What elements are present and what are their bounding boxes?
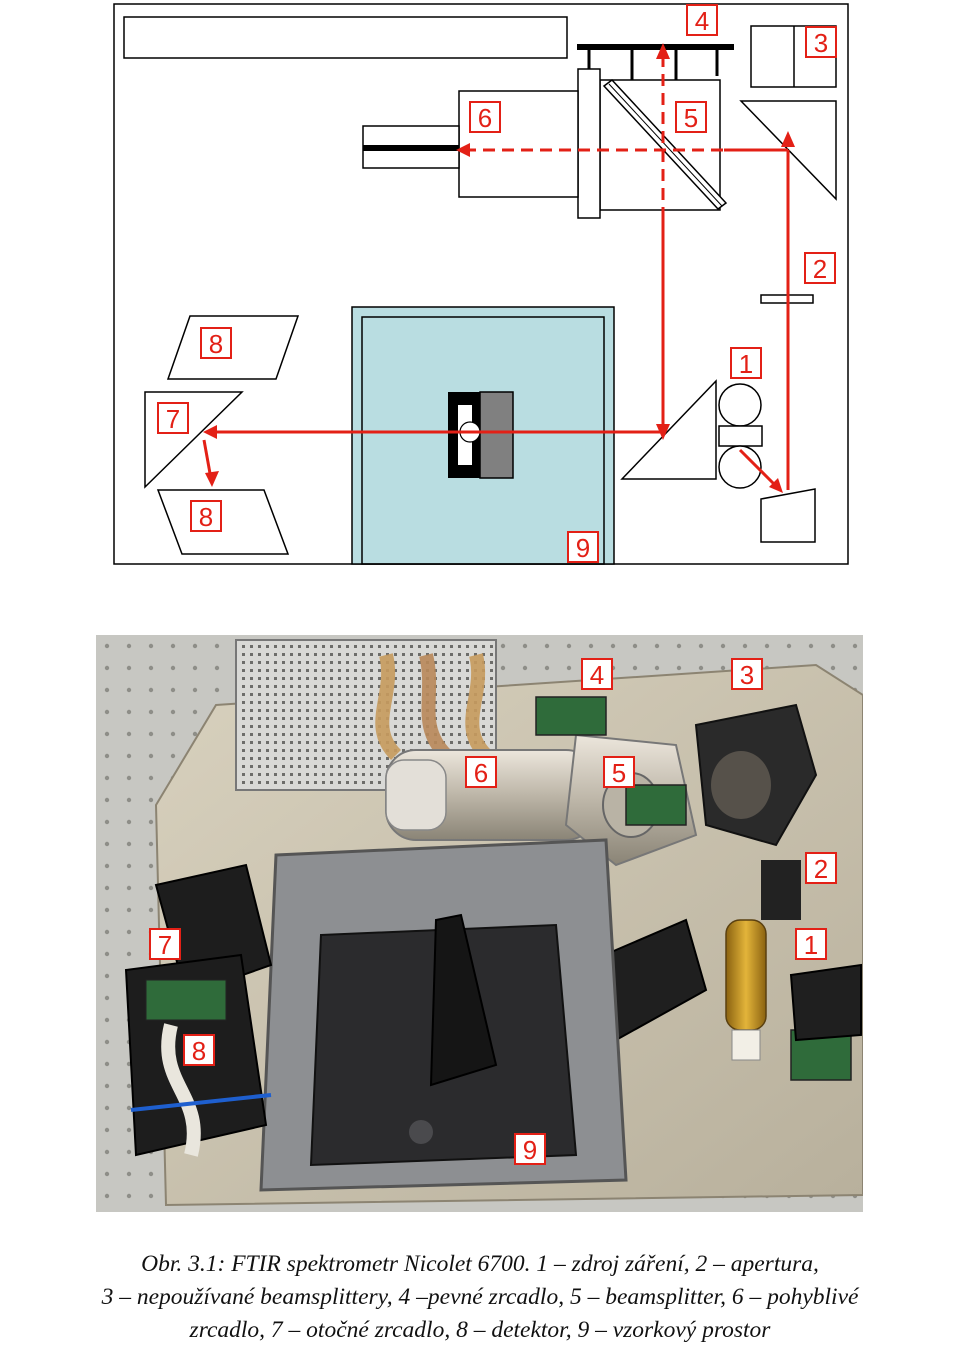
photo-number-labels: 4 3 6 5 2 7 1 8 9 <box>149 658 837 1165</box>
label-box-1 <box>795 928 827 960</box>
label-box-4 <box>686 4 718 36</box>
label-6: 6 <box>478 103 492 133</box>
label-4: 4 <box>695 6 709 36</box>
label-box-6 <box>465 756 497 788</box>
label-box-5 <box>603 756 635 788</box>
source-bottom-circle <box>718 445 762 489</box>
label-box-8 <box>183 1034 215 1066</box>
label-9: 9 <box>523 1135 537 1165</box>
source-mirror <box>620 379 717 480</box>
label-7: 7 <box>166 404 180 434</box>
detector-board <box>145 979 227 1021</box>
label-7: 7 <box>158 930 172 960</box>
label-3: 3 <box>814 28 828 58</box>
spectrometer-photo: 4 3 6 5 2 7 1 8 9 <box>96 635 863 1212</box>
label-box-3 <box>731 658 763 690</box>
label-box-3 <box>805 26 837 58</box>
label-5: 5 <box>612 758 626 788</box>
label-8: 8 <box>199 502 213 532</box>
top-bar <box>123 16 568 59</box>
spectrometer-schematic: 1 2 3 4 5 6 7 8 8 9 <box>113 3 849 565</box>
label-3: 3 <box>740 660 754 690</box>
label-box-4 <box>581 658 613 690</box>
source-gold-cylinder <box>725 919 767 1031</box>
caption-line-2: 3 – nepoužívané beamsplittery, 4 –pevné … <box>101 1284 859 1310</box>
label-9: 9 <box>576 533 590 563</box>
beam-arrowheads <box>203 43 795 493</box>
figure-caption: Obr. 3.1: FTIR spektrometr Nicolet 6700.… <box>0 1248 960 1347</box>
fixed-mirror-plate <box>577 44 734 50</box>
ribbon-cables <box>375 653 492 760</box>
label-2: 2 <box>813 254 827 284</box>
label-5: 5 <box>684 103 698 133</box>
source-top-circle <box>718 383 762 427</box>
label-box-9 <box>567 531 599 563</box>
label-box-2 <box>804 252 836 284</box>
label-box-5 <box>675 101 707 133</box>
housing-flange <box>577 68 601 219</box>
sample-holder-plate <box>429 913 498 1087</box>
label-box-8 <box>190 500 222 532</box>
detector-top <box>166 315 300 380</box>
lower-right-block <box>789 963 862 1042</box>
source-center <box>718 425 763 447</box>
caption-line-1: Obr. 3.1: FTIR spektrometr Nicolet 6700.… <box>141 1251 819 1277</box>
label-box-2 <box>805 852 837 884</box>
circuit-board-mid <box>625 784 687 826</box>
label-box-1 <box>730 347 762 379</box>
aperture-bracket <box>761 860 801 920</box>
source-lower-mirror <box>760 488 816 543</box>
label-6: 6 <box>474 758 488 788</box>
label-1: 1 <box>739 349 753 379</box>
label-1: 1 <box>804 930 818 960</box>
sample-holder-grey <box>479 391 514 479</box>
label-8: 8 <box>209 329 223 359</box>
label-box-6 <box>469 101 501 133</box>
beam-paths <box>202 55 790 490</box>
label-4: 4 <box>590 660 604 690</box>
label-2: 2 <box>814 854 828 884</box>
diagram-number-labels: 1 2 3 4 5 6 7 8 8 9 <box>157 4 837 563</box>
label-box-7 <box>149 928 181 960</box>
label-box-8 <box>200 327 232 359</box>
label-box-7 <box>157 402 189 434</box>
detector-ribbon <box>161 1023 201 1157</box>
caption-line-3: zrcadlo, 7 – otočné zrcadlo, 8 – detekto… <box>189 1317 771 1343</box>
label-box-9 <box>514 1133 546 1165</box>
label-8: 8 <box>192 1036 206 1066</box>
circuit-board-top <box>535 696 607 736</box>
